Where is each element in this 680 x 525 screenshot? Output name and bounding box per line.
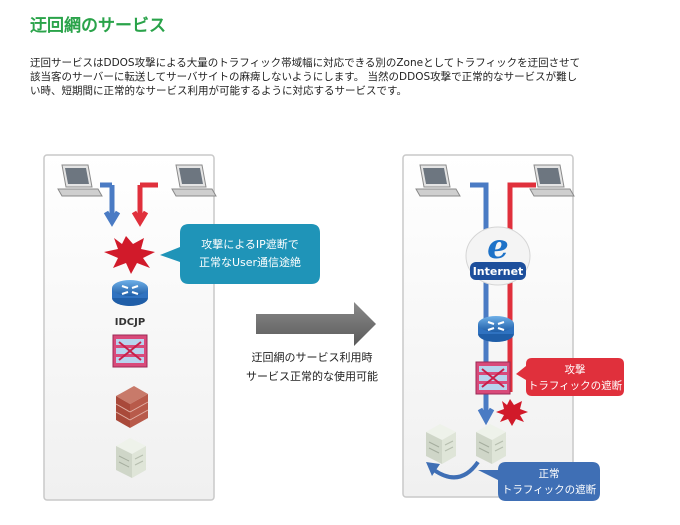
- internet-icon: e Internet: [465, 226, 531, 286]
- switch-icon: [112, 334, 148, 368]
- server-icon: [115, 437, 147, 479]
- right-panel: e Internet 攻撃 トラフィックの遮断 正常 トラフィックの遮断: [402, 154, 624, 501]
- normal-traffic-arrow: [100, 182, 121, 227]
- callout-line: 正常なUser通信途絶: [199, 255, 301, 269]
- attack-burst-icon: [104, 236, 155, 274]
- attack-traffic-arrow: [131, 182, 158, 227]
- attack-burst-icon: [496, 399, 528, 426]
- transition-arrow: [256, 302, 376, 346]
- server-icon: [475, 423, 507, 465]
- center-caption: 迂回網のサービス利用時: [252, 350, 373, 364]
- center-caption: サービス正常的な使用可能: [246, 369, 378, 383]
- switch-icon: [475, 361, 511, 395]
- normal-callout: 正常 トラフィックの遮断: [478, 462, 600, 501]
- internet-label: Internet: [473, 265, 524, 278]
- attack-blocked-callout: 攻撃 トラフィックの遮断: [516, 358, 624, 396]
- left-panel: 攻撃によるIP遮断で 正常なUser通信途絶 IDCJP: [43, 154, 320, 501]
- callout-line: トラフィックの遮断: [502, 483, 597, 496]
- firewall-icon: [115, 386, 149, 428]
- internet-e-glyph: e: [487, 227, 509, 267]
- router-label: IDCJP: [115, 317, 145, 328]
- callout-line: 攻撃: [565, 363, 586, 376]
- description-line: 該当客のサーバーに転送してサーバサイトの麻痺しないようにします。 当然のDDOS…: [30, 71, 578, 83]
- server-icon: [425, 423, 457, 465]
- callout-line: トラフィックの遮断: [528, 379, 623, 392]
- description: 迂回サービスはDDOS攻撃による大量のトラフィック帯域幅に対応できる別のZone…: [30, 56, 620, 98]
- page-title: 迂回網のサービス: [30, 16, 166, 36]
- redirect-arrow: [426, 460, 480, 480]
- callout-line: 正常: [539, 467, 560, 480]
- description-line: い時、短期間に正常的なサービス利用が可能するように対応するサービスです。: [30, 85, 407, 97]
- router-icon: [477, 315, 515, 343]
- description-line: 迂回サービスはDDOS攻撃による大量のトラフィック帯域幅に対応できる別のZone…: [30, 57, 581, 69]
- router-icon: [111, 279, 149, 307]
- blocked-callout: 攻撃によるIP遮断で 正常なUser通信途絶: [160, 224, 320, 284]
- callout-line: 攻撃によるIP遮断で: [201, 237, 299, 251]
